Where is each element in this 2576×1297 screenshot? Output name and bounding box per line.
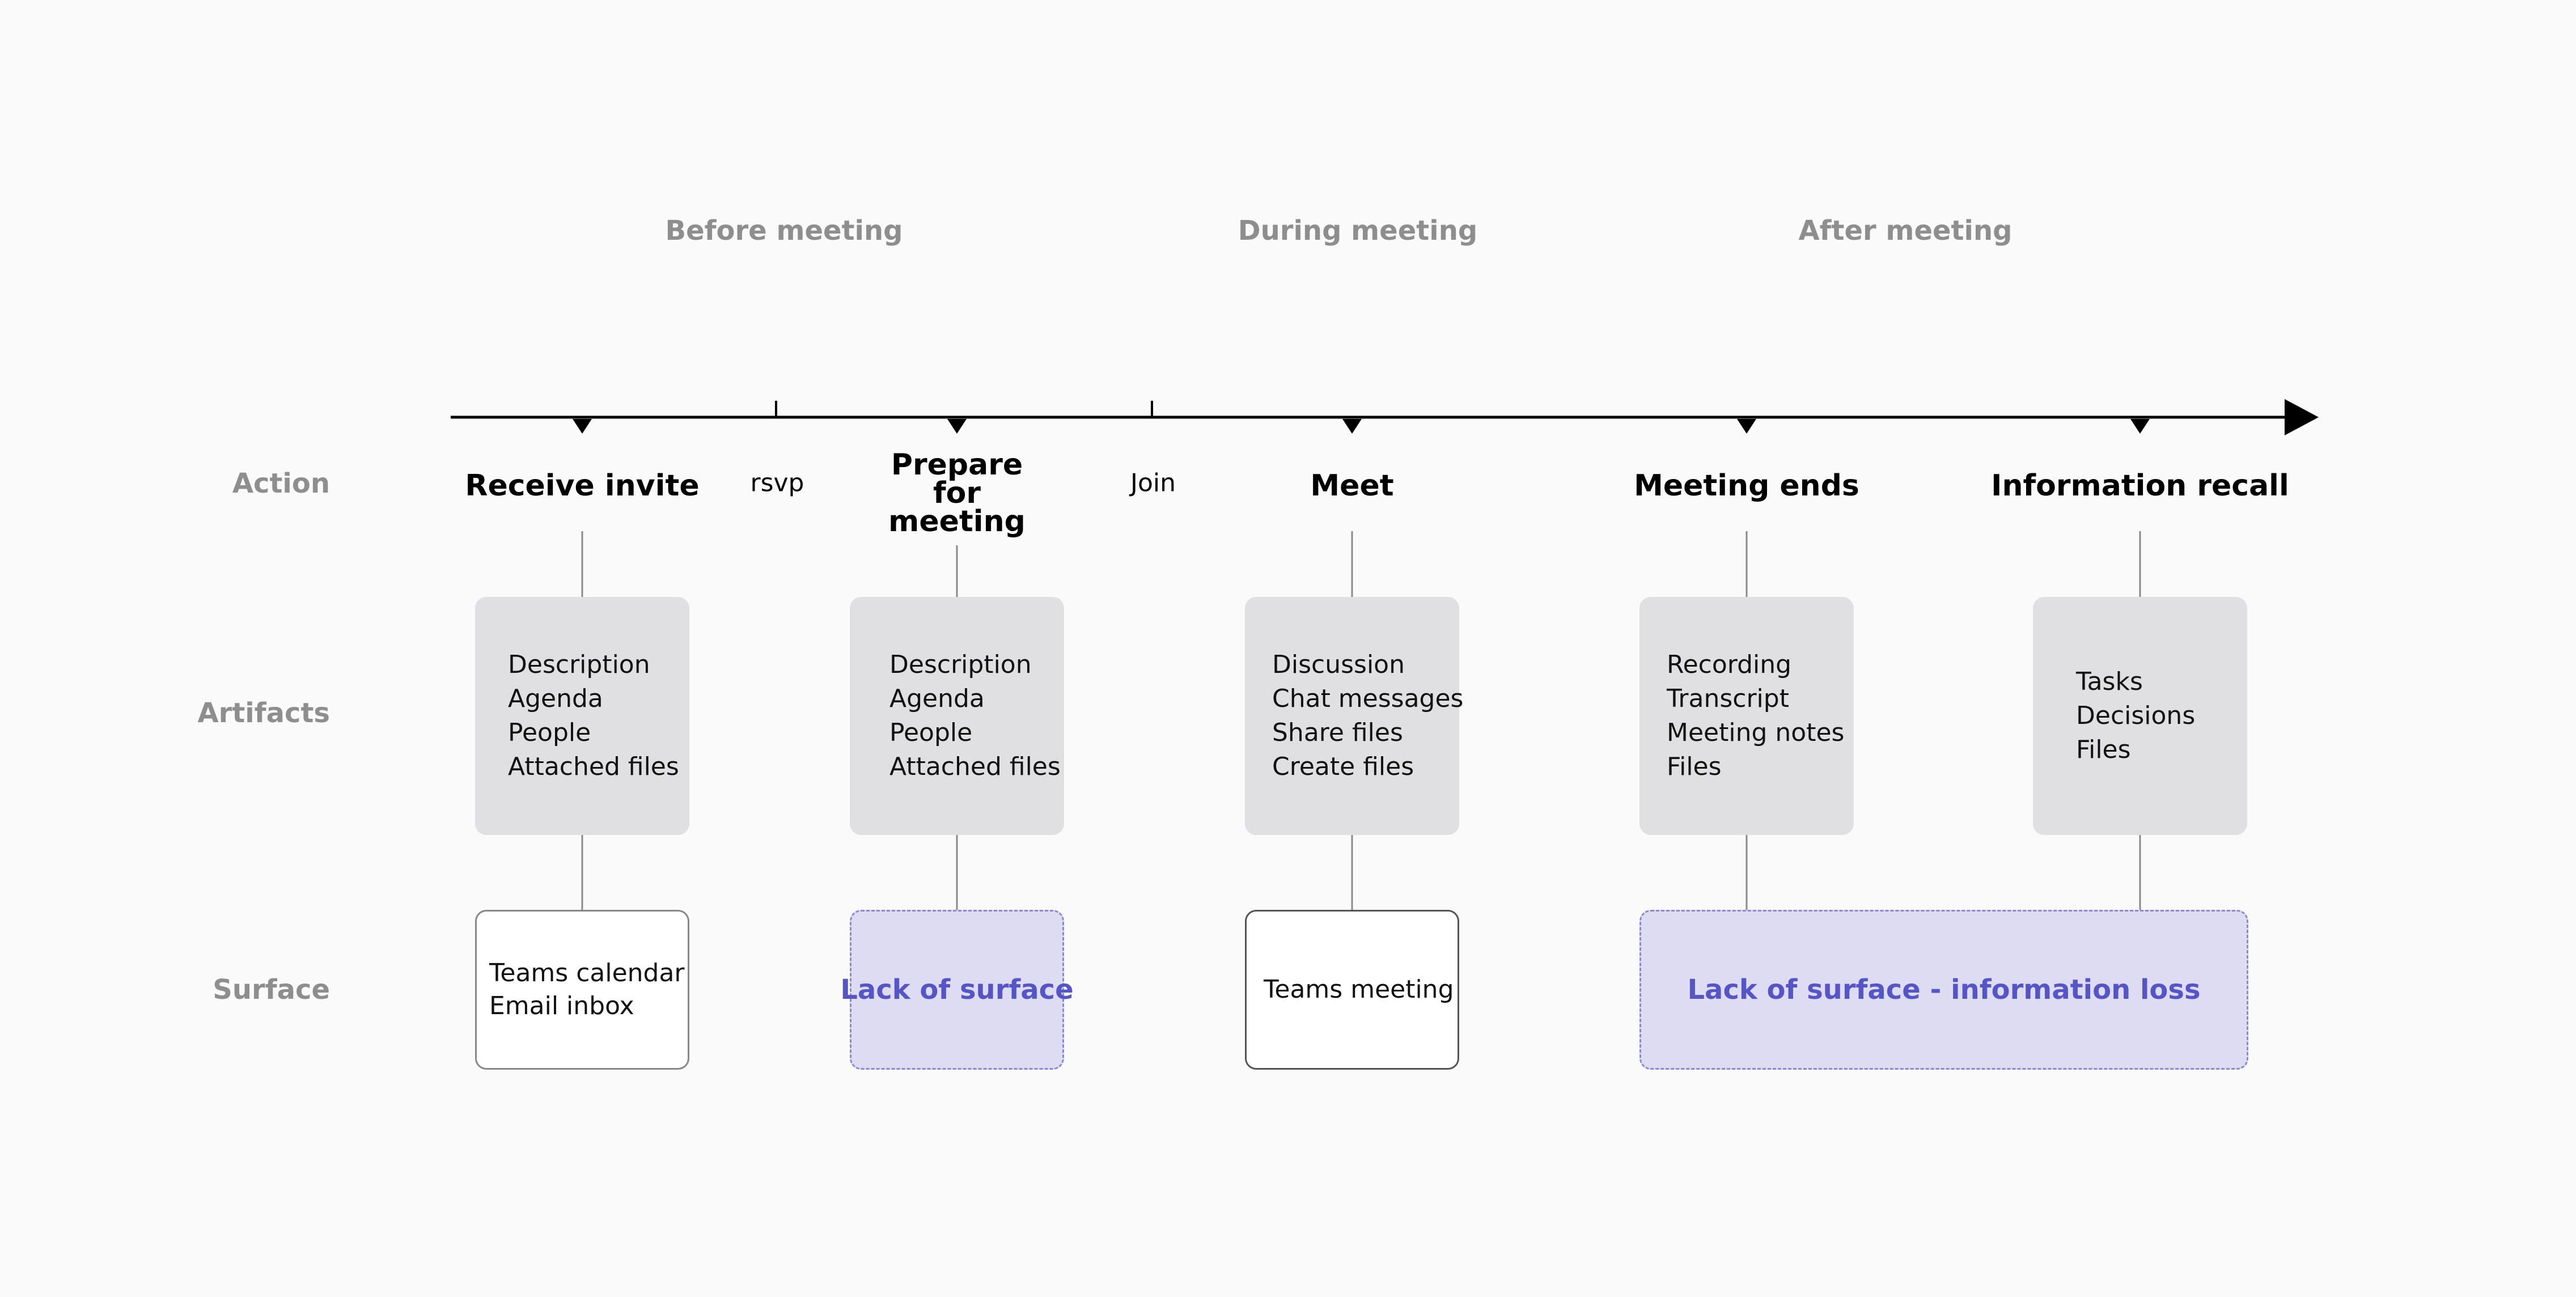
artifact-box-information-recall: Tasks Decisions Files xyxy=(2033,597,2247,835)
surface-teams-calendar: Teams calendar Email inbox xyxy=(475,910,689,1070)
artifact-item: Files xyxy=(1667,752,1722,781)
lack-of-surface-label: Lack of surface xyxy=(840,974,1074,1006)
artifact-item: Agenda xyxy=(508,684,603,713)
surface-item: Teams calendar xyxy=(489,959,685,987)
action-meeting-ends: Meeting ends xyxy=(1634,469,1859,503)
action-meet: Meet xyxy=(1310,469,1394,503)
artifact-item: Tasks xyxy=(2076,667,2143,696)
artifact-box-meet: Discussion Chat messages Share files Cre… xyxy=(1245,597,1464,835)
artifact-item: Share files xyxy=(1272,718,1403,747)
phase-during-meeting: During meeting xyxy=(1238,215,1478,247)
lack-of-surface-label: Lack of surface - information loss xyxy=(1687,974,2201,1006)
artifact-item: Transcript xyxy=(1667,684,1789,713)
step-marker xyxy=(1737,419,1756,434)
artifact-item: Agenda xyxy=(889,684,985,713)
artifact-item: Files xyxy=(2076,735,2131,764)
marker-join: Join xyxy=(1130,468,1176,498)
action-prepare-for-meeting: Prepare for meeting xyxy=(888,448,1026,539)
step-marker xyxy=(1342,419,1362,434)
surface-teams-meeting: Teams meeting xyxy=(1245,910,1459,1070)
row-label-surface: Surface xyxy=(213,974,330,1006)
artifact-box-prepare: Description Agenda People Attached files xyxy=(850,597,1064,835)
artifact-item: People xyxy=(889,718,973,747)
surface-item: Teams meeting xyxy=(1264,975,1454,1004)
row-label-action: Action xyxy=(232,468,330,499)
artifact-box-receive-invite: Description Agenda People Attached files xyxy=(475,597,689,835)
artifact-box-meeting-ends: Recording Transcript Meeting notes Files xyxy=(1639,597,1854,835)
artifact-item: Recording xyxy=(1667,650,1792,679)
timeline-arrowhead xyxy=(2285,399,2319,435)
surface-gap-prepare: Lack of surface xyxy=(840,910,1074,1070)
surface-gap-information-loss: Lack of surface - information loss xyxy=(1639,910,2248,1070)
step-marker xyxy=(2130,419,2150,434)
artifact-item: People xyxy=(508,718,591,747)
artifact-item: Discussion xyxy=(1272,650,1405,679)
action-receive-invite: Receive invite xyxy=(465,469,700,503)
artifact-item: Description xyxy=(889,650,1032,679)
row-label-artifacts: Artifacts xyxy=(197,697,330,729)
phase-before-meeting: Before meeting xyxy=(665,215,903,247)
artifact-item: Chat messages xyxy=(1272,684,1464,713)
phase-after-meeting: After meeting xyxy=(1798,215,2012,247)
artifact-item: Decisions xyxy=(2076,701,2196,730)
artifact-item: Create files xyxy=(1272,752,1414,781)
surface-item: Email inbox xyxy=(489,991,634,1020)
artifact-item: Description xyxy=(508,650,650,679)
artifact-item: Attached files xyxy=(508,752,679,781)
step-marker xyxy=(947,419,967,434)
marker-rsvp: rsvp xyxy=(750,468,804,498)
action-information-recall: Information recall xyxy=(1991,469,2289,503)
step-marker xyxy=(573,419,592,434)
artifact-item: Meeting notes xyxy=(1667,718,1845,747)
artifact-item: Attached files xyxy=(889,752,1061,781)
